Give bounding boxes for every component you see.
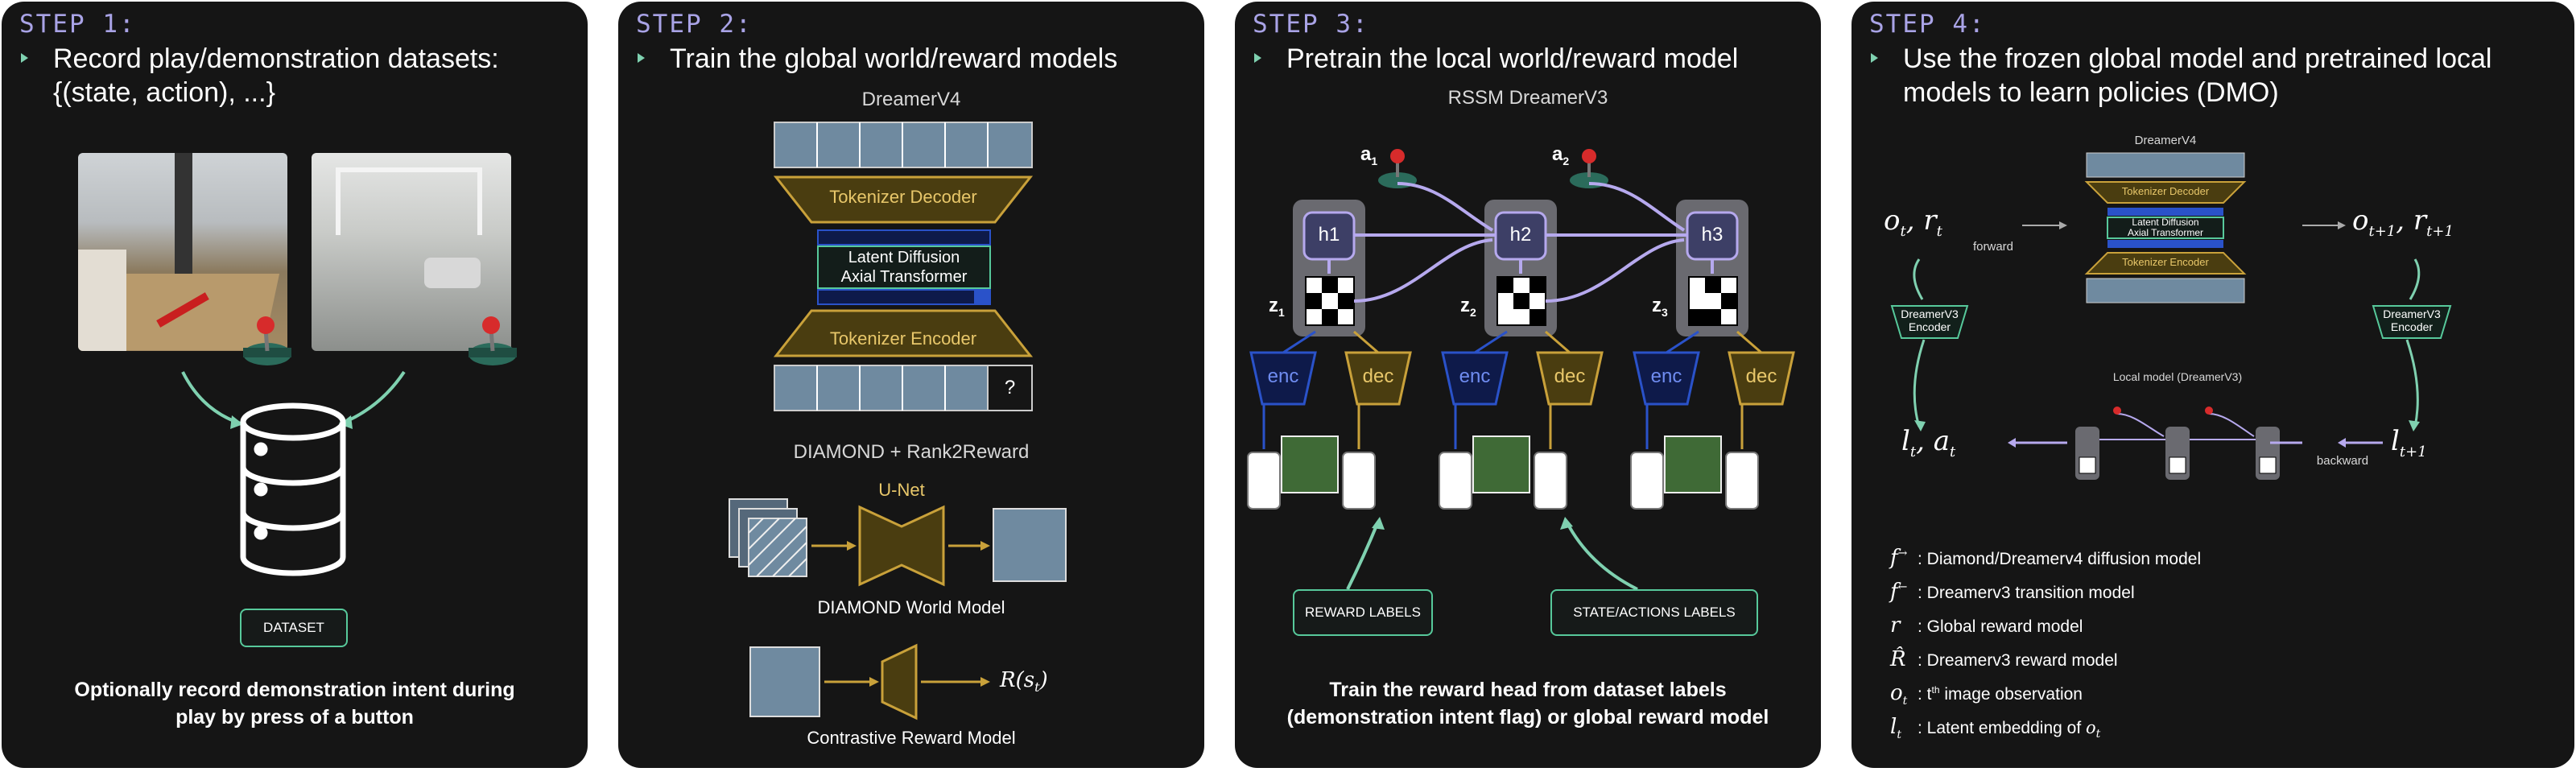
latent-label-2: z2 xyxy=(1460,295,1476,319)
legend-row: f←: Dreamerv3 transition model xyxy=(1890,580,2135,604)
action-label-2: a2 xyxy=(1552,143,1570,167)
encoder-label-left: DreamerV3 Encoder xyxy=(1901,308,1959,333)
latent-grid-3 xyxy=(1688,276,1738,326)
bullet-icon xyxy=(1254,53,1261,63)
joystick-icon xyxy=(469,316,517,365)
latent-grid-1 xyxy=(1305,276,1355,326)
dataset-label: DATASET xyxy=(240,609,348,647)
step-title: STEP 1: xyxy=(19,10,136,39)
bullet-icon xyxy=(21,53,28,63)
diamond-caption: DIAMOND World Model xyxy=(817,597,1005,617)
arrow-icon xyxy=(1565,521,1638,591)
tokenizer-encoder-label: Tokenizer Encoder xyxy=(2122,256,2209,268)
tokenizer-encoder-label: Tokenizer Encoder xyxy=(829,328,977,349)
tokenizer-decoder-label: Tokenizer Decoder xyxy=(2121,185,2210,197)
unet-label: U-Net xyxy=(878,480,925,500)
panel-3-graphics xyxy=(1247,149,1795,591)
reward-output: R(st) xyxy=(1000,668,1048,696)
database-icon xyxy=(240,402,346,576)
latent-right: lt+1 xyxy=(2391,425,2427,460)
tokenizer-decoder-label: Tokenizer Decoder xyxy=(829,187,977,207)
step-title: STEP 3: xyxy=(1253,10,1369,39)
dreamerv4-label: DreamerV4 xyxy=(861,89,961,110)
panel-step-2: STEP 2: Train the global world/reward mo… xyxy=(618,2,1204,768)
step-title: STEP 2: xyxy=(636,10,753,39)
obs-reward-left: ot, rt xyxy=(1884,204,1942,240)
bullet-icon xyxy=(638,53,645,63)
step-title: STEP 4: xyxy=(1869,10,1986,39)
step-heading: Use the frozen global model and pretrain… xyxy=(1871,42,2491,109)
frame-strip-top xyxy=(774,122,1033,168)
latent-grid-2 xyxy=(1496,276,1546,326)
legend-row: r: Global reward model xyxy=(1890,613,2083,638)
enc-label: enc xyxy=(1459,365,1491,387)
forward-label: forward xyxy=(1972,240,2014,254)
obs-reward-right: ot+1, rt+1 xyxy=(2352,204,2454,240)
local-model-label: Local model (DreamerV3) xyxy=(2112,370,2243,383)
stacked-frames-icon xyxy=(729,498,807,577)
hidden-state-h1: h1 xyxy=(1318,224,1340,246)
backward-label: backward xyxy=(2316,454,2369,468)
encoder-label-right: DreamerV3 Encoder xyxy=(2383,308,2441,333)
dreamerv4-label: DreamerV4 xyxy=(2134,134,2197,147)
rssm-label: RSSM DreamerV3 xyxy=(1447,87,1608,109)
reward-encoder-shape xyxy=(881,643,918,720)
diamond-title: DIAMOND + Rank2Reward xyxy=(793,441,1030,463)
panel-step-1: STEP 1: Record play/demonstration datase… xyxy=(2,2,588,768)
joystick-icon xyxy=(243,316,291,365)
panel-2-graphics xyxy=(729,122,1067,720)
contrastive-caption: Contrastive Reward Model xyxy=(807,728,1016,748)
panel-4-graphics xyxy=(1890,152,2452,480)
step-caption: Train the reward head from dataset label… xyxy=(1286,679,1769,729)
panel-step-4: STEP 4: Use the frozen global model and … xyxy=(1852,2,2574,768)
dec-label: dec xyxy=(1554,365,1586,387)
observation-frames xyxy=(1281,435,1722,493)
legend-row: ot: tth image observation xyxy=(1890,681,2083,708)
arrow-icon xyxy=(181,371,244,426)
enc-label: enc xyxy=(1267,365,1299,387)
step-caption: Optionally record demonstration intent d… xyxy=(74,679,515,729)
legend-row: lt: Latent embedding of ot xyxy=(1890,715,2101,742)
dec-label: dec xyxy=(1362,365,1394,387)
unet-shape xyxy=(858,505,945,587)
unknown-frame-label: ? xyxy=(1004,377,1016,398)
latent-label-1: z1 xyxy=(1269,295,1285,319)
hidden-state-h3: h3 xyxy=(1701,224,1724,246)
action-label-1: a1 xyxy=(1360,143,1378,167)
arrow-icon xyxy=(1346,521,1380,590)
enc-label: enc xyxy=(1650,365,1682,387)
frame-strip-bottom xyxy=(774,365,1033,411)
step-heading: Train the global world/reward models xyxy=(638,42,1117,76)
latent-action-left: lt, at xyxy=(1901,425,1956,460)
bullet-icon xyxy=(1871,53,1878,63)
dec-label: dec xyxy=(1745,365,1777,387)
step-heading: Pretrain the local world/reward model xyxy=(1254,42,1738,76)
legend-row: R̂: Dreamerv3 reward model xyxy=(1890,647,2118,671)
latent-diffusion-label: Latent Diffusion Axial Transformer xyxy=(840,249,968,286)
latent-diffusion-label: Latent Diffusion Axial Transformer xyxy=(2127,217,2204,238)
legend-row: f→: Diamond/Dreamerv4 diffusion model xyxy=(1890,546,2202,570)
step-heading: Record play/demonstration datasets: {(st… xyxy=(21,42,499,109)
hidden-state-h2: h2 xyxy=(1509,224,1532,246)
latent-label-3: z3 xyxy=(1652,295,1668,319)
robot-arm-photo xyxy=(78,153,287,351)
enc-dec-group xyxy=(1249,330,1795,406)
tokenizer-decoder-shape xyxy=(773,175,1034,224)
reward-labels-box: REWARD LABELS xyxy=(1293,589,1433,636)
state-actions-labels-box: STATE/ACTIONS LABELS xyxy=(1550,589,1758,636)
panel-step-3: STEP 3: Pretrain the local world/reward … xyxy=(1235,2,1821,768)
robot-dog-photo xyxy=(312,153,511,351)
state-cards xyxy=(1247,452,1759,510)
panel-1-graphics xyxy=(181,316,517,576)
tokenizer-encoder-shape xyxy=(773,309,1034,357)
arrow-icon xyxy=(339,370,406,426)
